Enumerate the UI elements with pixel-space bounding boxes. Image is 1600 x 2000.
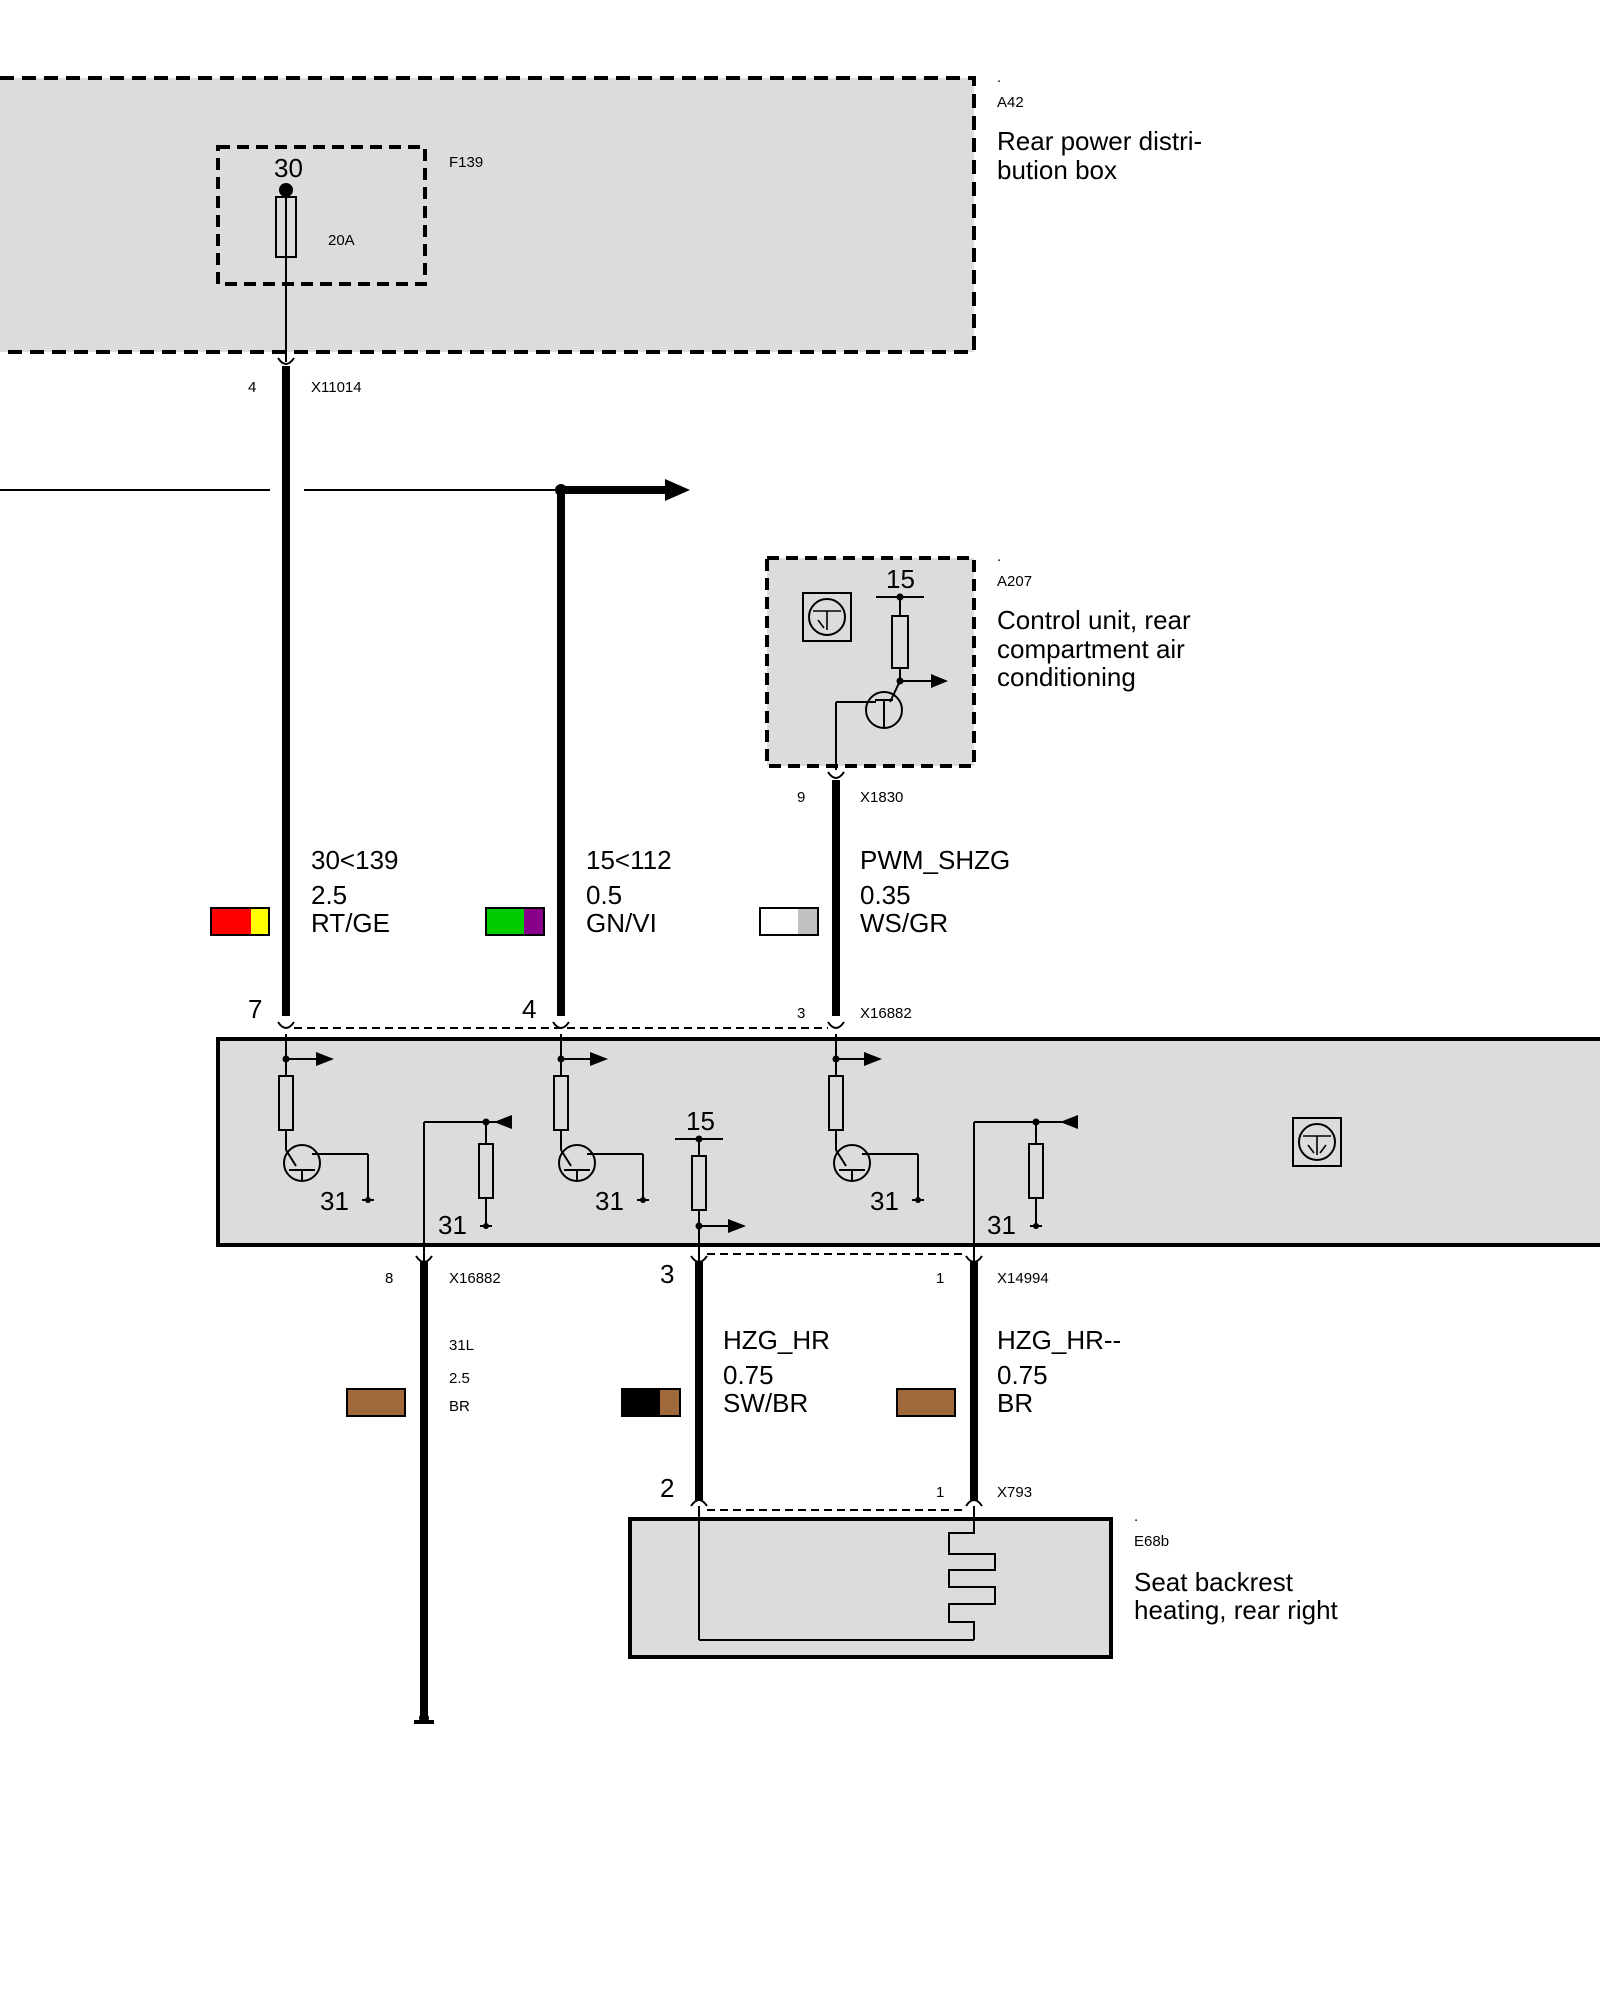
wire4-signal: 31L [449,1337,474,1354]
wire1-signal: 30<139 [311,845,398,875]
wire5-color-code: SW/BR [723,1388,808,1418]
arrow-right-icon [665,479,690,501]
a207-dot: . [997,548,1001,565]
a42-power-distribution-box[interactable] [0,76,976,354]
ground-label-3: 31 [595,1186,624,1216]
e68b-name-line2: heating, rear right [1134,1595,1339,1625]
output-stage-1 [278,1034,374,1203]
wire1-color-code: RT/GE [311,908,390,938]
input-stage-31l [423,1115,512,1262]
wire4-color-swatch [346,1388,406,1417]
seat-heating-module[interactable] [216,1037,1600,1247]
f139-terminal-30: 30 [274,153,303,183]
a207-name-line1: Control unit, rear [997,605,1191,635]
module-terminal-15: 15 [686,1106,715,1136]
wire4-color-code: BR [449,1398,470,1415]
wire2-color-swatch [485,907,545,936]
wire5-color-swatch [621,1388,681,1417]
x16882-bottom-pin: 8 [385,1270,393,1287]
f139-rating: 20A [328,232,355,249]
wire3-color-swatch [759,907,819,936]
wire1-gauge: 2.5 [311,880,347,910]
wire5-signal: HZG_HR [723,1325,830,1355]
a207-terminal-15: 15 [886,564,915,594]
heating-output-stage [675,1135,746,1262]
f139-id: F139 [449,154,483,171]
module-ecu-icon [1292,1117,1342,1167]
x793-pin2-symbol [690,1499,708,1507]
wire2-color-code: GN/VI [586,908,657,938]
x16882-pin3-symbol [827,1021,845,1029]
x793-pin1-symbol [965,1499,983,1507]
x1830-pin: 9 [797,789,805,806]
x14994-pin-3: 3 [660,1259,674,1289]
e68b-seat-heating-element[interactable] [628,1506,1113,1659]
output-stage-3 [828,1034,924,1203]
x16882-top-pin-7: 7 [248,994,262,1024]
wire4-gauge: 2.5 [449,1370,470,1387]
x11014-connector-symbol [277,357,295,365]
wire1-color-swatch [210,907,270,936]
x16882-top-id: X16882 [860,1005,912,1022]
f139-fuse[interactable] [216,145,427,362]
a42-name-line1: Rear power distri- [997,126,1202,156]
x16882-bottom-id: X16882 [449,1270,501,1287]
x11014-pin: 4 [248,379,256,396]
x16882-top-pin-3: 3 [797,1005,805,1022]
x14994-id: X14994 [997,1270,1049,1287]
input-stage-heating-return [973,1115,1078,1262]
wire3-color-code: WS/GR [860,908,948,938]
wire6-color-swatch [896,1388,956,1417]
ground-label-5: 31 [987,1210,1016,1240]
wire2-gauge: 0.5 [586,880,622,910]
ground-label-1: 31 [320,1186,349,1216]
wire2-signal: 15<112 [586,845,672,875]
x11014-id: X11014 [311,379,362,396]
a42-dot: . [997,69,1001,86]
wire3-signal: PWM_SHZG [860,845,1010,875]
x793-pin-2: 2 [660,1473,674,1503]
x793-id: X793 [997,1484,1032,1501]
x16882-top-pin-4: 4 [522,994,536,1024]
ecu-icon [802,592,852,642]
e68b-name-line1: Seat backrest [1134,1567,1294,1597]
a42-name-line2: bution box [997,155,1117,185]
a207-name-line3: conditioning [997,662,1136,692]
wire6-signal: HZG_HR-- [997,1325,1121,1355]
a207-name-line2: compartment air [997,634,1185,664]
wire6-color-code: BR [997,1388,1033,1418]
wire5-gauge: 0.75 [723,1360,774,1390]
e68b-id: E68b [1134,1533,1169,1550]
x793-pin-1: 1 [936,1484,944,1501]
ground-label-4: 31 [870,1186,899,1216]
ground-symbol [414,1713,434,1724]
ground-label-2: 31 [438,1210,467,1240]
a207-control-unit[interactable] [765,556,976,770]
x1830-connector-symbol [827,771,845,779]
wire6-gauge: 0.75 [997,1360,1048,1390]
x14994-pin-1: 1 [936,1270,944,1287]
e68b-dot: . [1134,1508,1138,1525]
x1830-id: X1830 [860,789,903,806]
output-stage-2 [553,1034,649,1203]
wire3-gauge: 0.35 [860,880,911,910]
x16882-pin7-symbol [277,1021,295,1029]
a42-id: A42 [997,94,1024,111]
a207-id: A207 [997,573,1032,590]
